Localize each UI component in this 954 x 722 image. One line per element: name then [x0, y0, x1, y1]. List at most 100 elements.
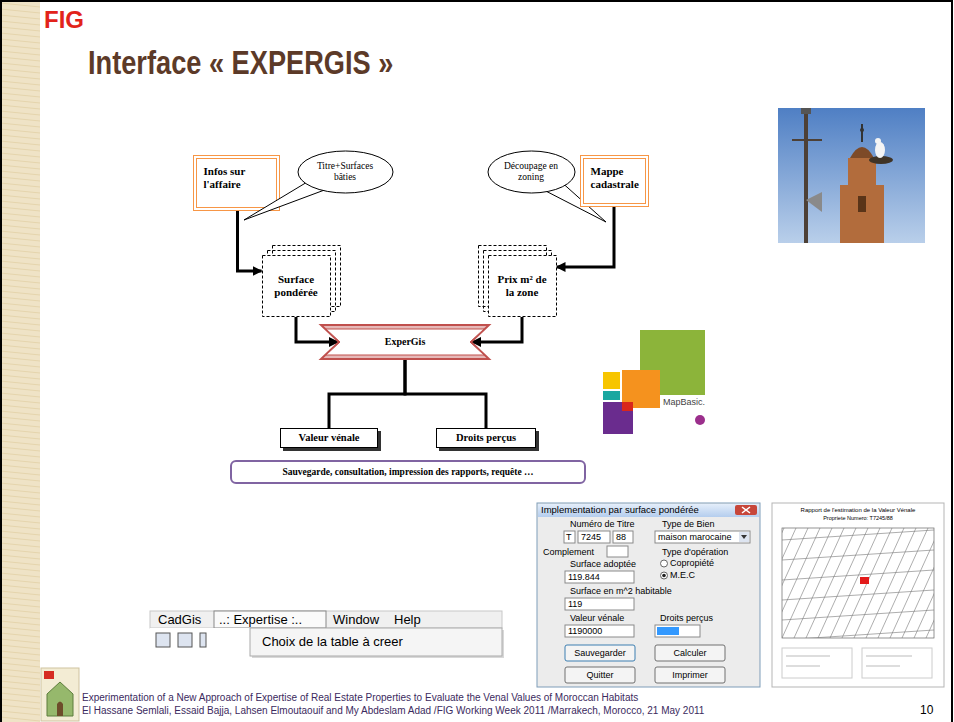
side-texture: [0, 585, 40, 589]
side-texture: [0, 345, 40, 349]
input-field: [565, 625, 634, 637]
parcel-line: [782, 590, 934, 600]
report-heading: Propriete Numero: T7245/88: [776, 515, 940, 522]
side-texture: [0, 501, 40, 505]
emblem-door: [57, 702, 63, 717]
lamp: [801, 108, 811, 114]
button-label: Sauvegarder: [565, 648, 635, 659]
side-texture: [0, 459, 40, 463]
report-field: [782, 648, 852, 678]
field-value: 88: [616, 532, 626, 543]
side-texture: [0, 9, 40, 13]
result-box: Valeur vénale: [280, 428, 378, 448]
source-box: Infos sur l'affaire: [193, 155, 280, 211]
side-texture: [0, 207, 40, 211]
side-texture: [0, 333, 40, 337]
minaret-tower: [840, 158, 884, 243]
side-texture: [0, 399, 40, 403]
side-texture: [0, 315, 40, 319]
dialog-button: [655, 645, 725, 661]
callout-tail: [244, 182, 325, 220]
action-box: Sauvegarde, consultation, impression des…: [230, 460, 586, 484]
dropdown-arrow: [741, 535, 747, 539]
side-texture: [0, 615, 40, 619]
side-texture: [0, 147, 40, 151]
tower-window: [858, 196, 866, 212]
side-texture: [0, 219, 40, 223]
field-value: 7245: [581, 532, 601, 543]
logo-square: [603, 402, 633, 434]
stork: [875, 142, 885, 158]
node-label: Infos sur l'affaire: [204, 165, 269, 190]
side-texture: [0, 273, 40, 277]
side-texture: [0, 237, 40, 241]
side-texture: [0, 627, 40, 631]
side-texture: [0, 225, 40, 229]
emblem-building: [47, 682, 73, 716]
side-texture: [0, 99, 40, 103]
field-label: Droits perçus: [660, 613, 713, 624]
side-texture: [0, 255, 40, 259]
side-texture: [0, 21, 40, 25]
side-texture: [0, 327, 40, 331]
callout-ellipse-outline: [488, 151, 575, 193]
field-label: Surface en m^2 habitable: [570, 586, 672, 597]
photo-sky: [778, 108, 925, 243]
close-cross: [742, 507, 750, 513]
parcel-line: [914, 528, 934, 638]
side-texture: [0, 297, 40, 301]
side-texture: [0, 51, 40, 55]
emblem: [41, 668, 79, 721]
side-texture: [0, 387, 40, 391]
side-texture: [0, 285, 40, 289]
logo-square: [622, 402, 633, 411]
side-texture: [0, 417, 40, 421]
source-box: Mappe cadastrale: [580, 155, 649, 207]
side-texture: [0, 117, 40, 121]
field-label: Type de Bien: [662, 519, 715, 530]
side-texture: [0, 105, 40, 109]
selected-parcel: [860, 577, 869, 584]
toolbar: [150, 628, 250, 656]
side-texture: [0, 405, 40, 409]
parcel-line: [782, 570, 934, 580]
parcel-line: [782, 630, 934, 638]
slide-title: Interface « EXPERGIS »: [88, 42, 393, 83]
stork: [875, 138, 881, 144]
side-texture: [0, 579, 40, 583]
logo-text: FIG: [44, 6, 84, 35]
side-texture: [0, 267, 40, 271]
side-texture: [0, 177, 40, 181]
node-label: ExperGis: [385, 336, 426, 348]
side-texture: [0, 483, 40, 487]
side-texture: [0, 87, 40, 91]
side-texture: [0, 75, 40, 79]
parcel-line: [854, 528, 904, 638]
dialog-titlebar: [538, 504, 759, 517]
side-texture: [0, 363, 40, 367]
input-field: [565, 598, 634, 610]
input-field: [655, 625, 700, 637]
minaret-finial: [860, 128, 864, 132]
side-texture: [0, 231, 40, 235]
menu-item: Window: [333, 612, 379, 628]
process-ribbon: ExperGis: [320, 324, 490, 360]
input-field: [607, 546, 628, 557]
side-texture: [0, 645, 40, 649]
side-texture: [0, 123, 40, 127]
menu-bar: [150, 611, 502, 628]
close-cross: [742, 507, 750, 513]
document-stack: Surface pondérée: [262, 255, 331, 317]
report-line: [786, 656, 830, 657]
parcel-line: [782, 528, 832, 638]
node-label: Valeur vénale: [299, 432, 360, 444]
parcel-line: [830, 528, 880, 638]
side-texture: [0, 45, 40, 49]
side-texture: [0, 261, 40, 265]
field-label: Type d'opération: [662, 547, 728, 558]
field-value: 119.844: [568, 572, 600, 583]
toolbar-icon: [178, 633, 192, 647]
side-texture: [0, 675, 40, 679]
